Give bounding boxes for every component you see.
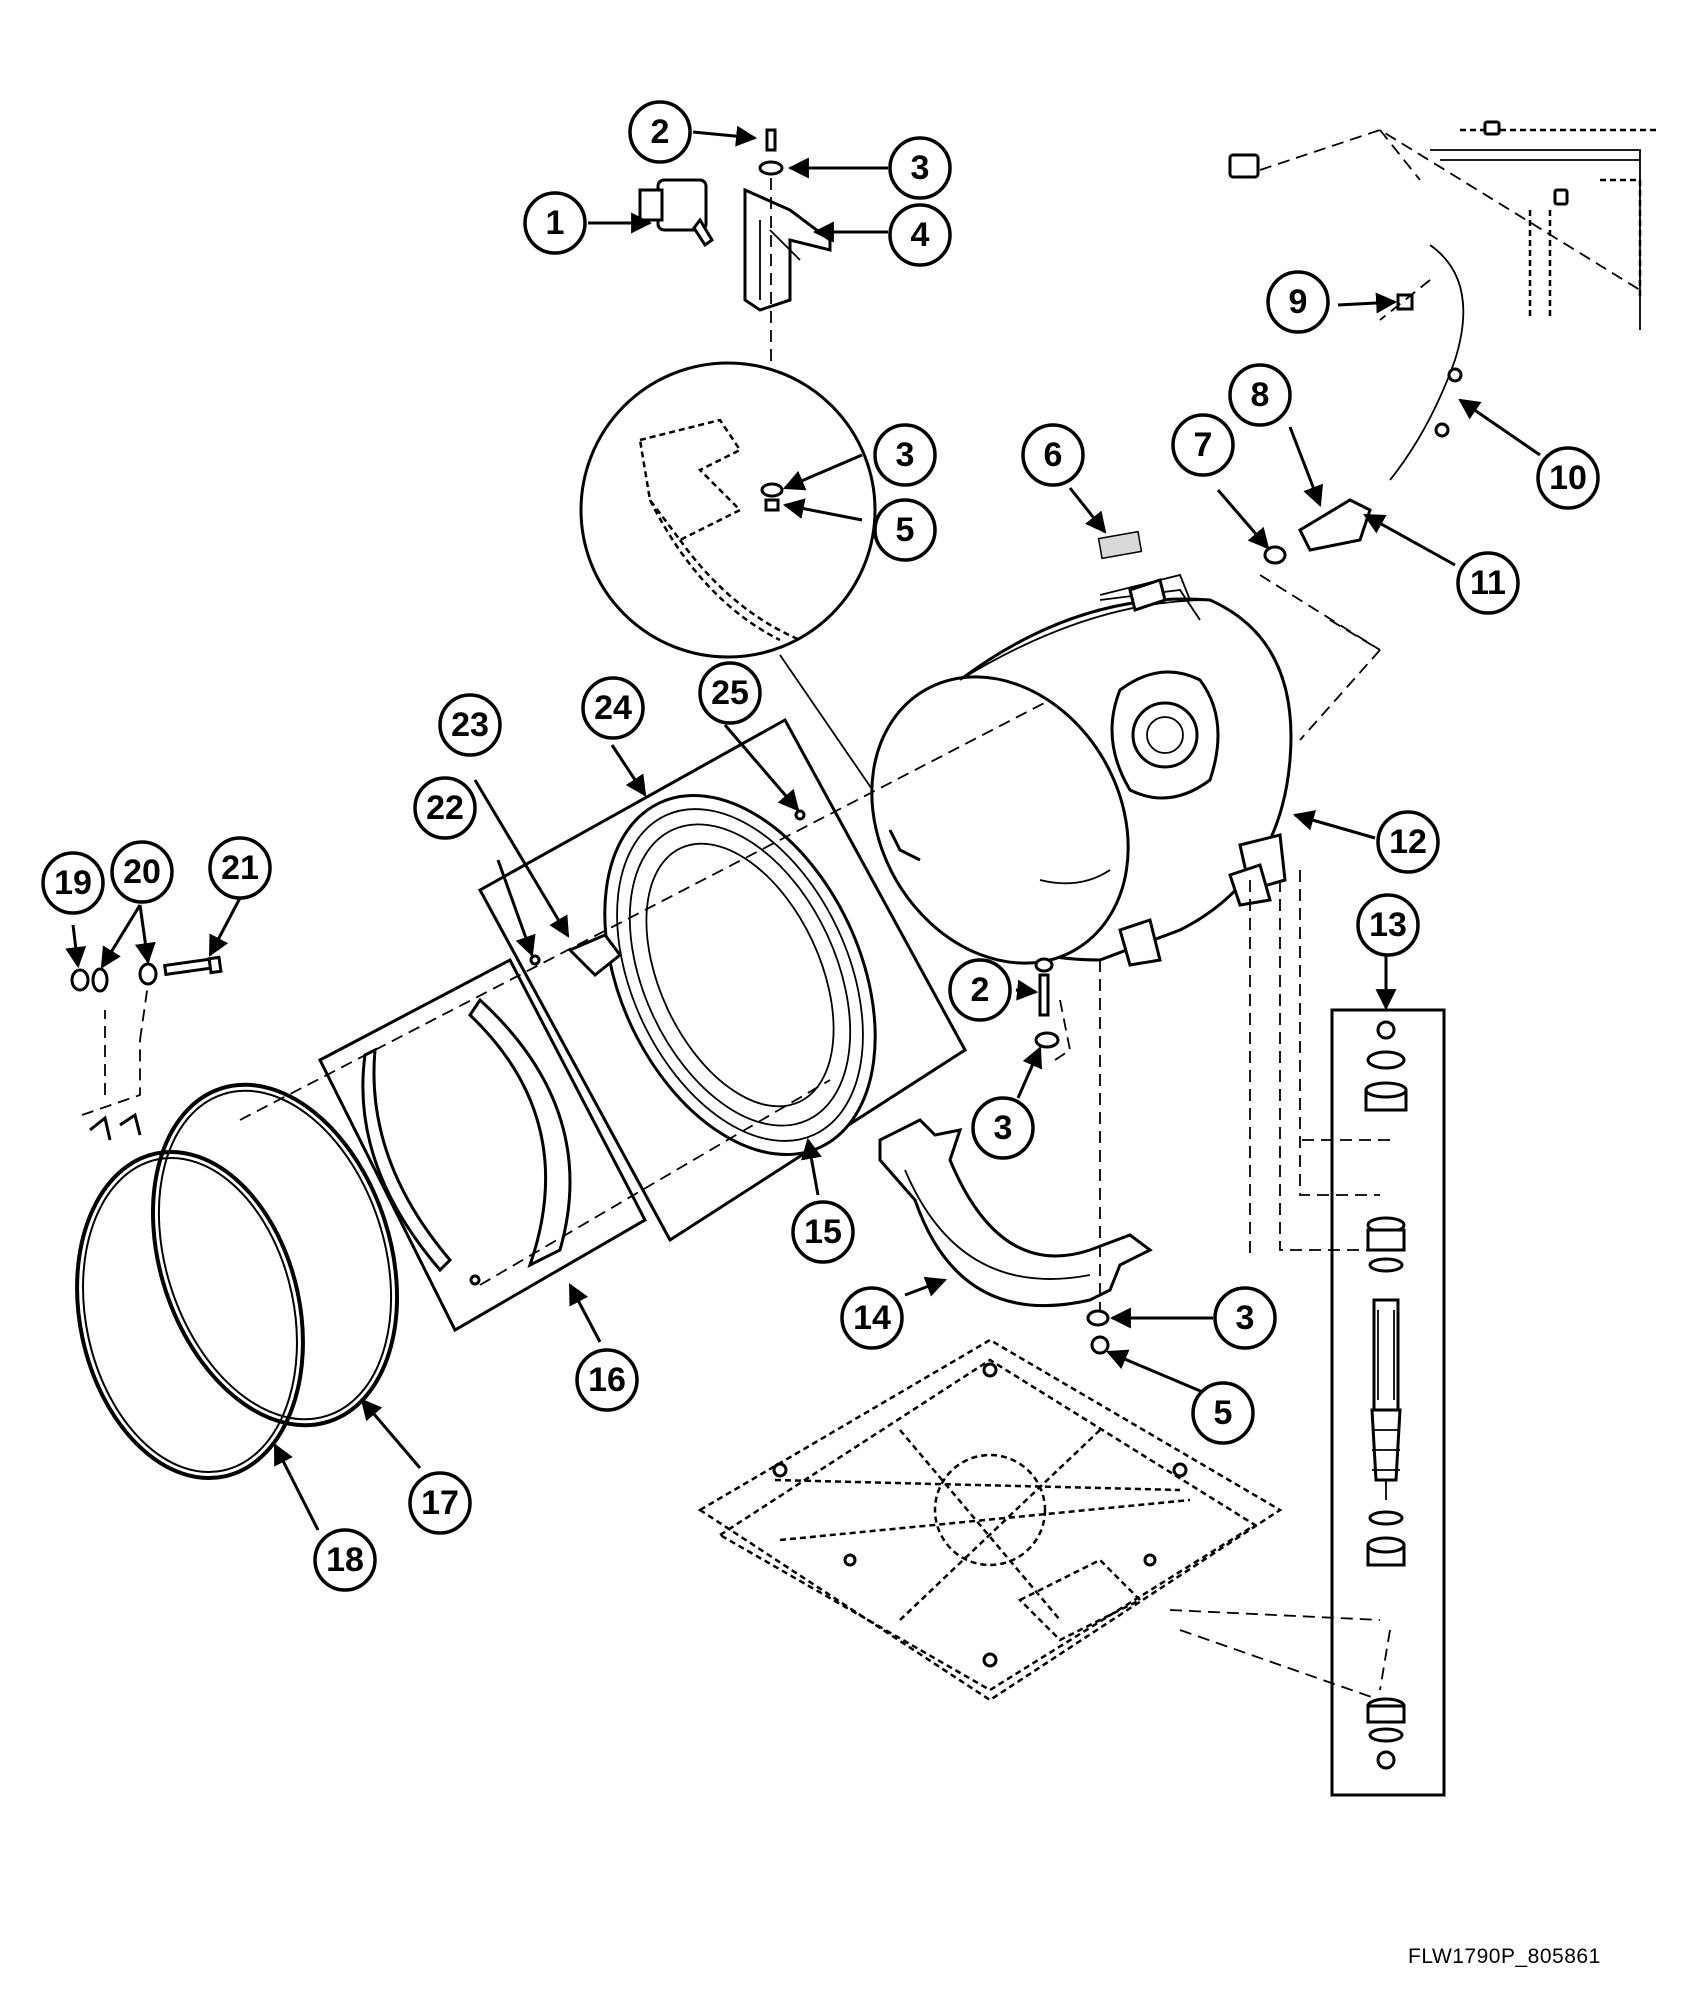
svg-text:5: 5 [896,511,915,549]
clamp-box [318,957,647,1333]
svg-text:18: 18 [326,1541,364,1579]
washer-part [758,160,784,176]
callout-3-mid: 3 [971,1096,1035,1160]
callout-17: 17 [408,1471,472,1535]
callout-2-mid: 2 [948,958,1012,1022]
drawing-number: FLW1790P_805861 [1408,1945,1601,1968]
svg-text:10: 10 [1549,459,1587,497]
callout-4: 4 [888,203,952,267]
callout-8: 8 [1228,363,1292,427]
svg-text:23: 23 [451,706,489,744]
callout-18: 18 [313,1528,377,1592]
svg-text:3: 3 [896,436,915,474]
lower-bracket-group [878,957,1153,1355]
callout-2-top: 2 [628,100,692,164]
svg-text:6: 6 [1044,436,1063,474]
sensor-part [1298,498,1372,552]
door-lock-bracket-group [638,128,832,470]
svg-text:8: 8 [1251,376,1270,414]
svg-text:16: 16 [588,1361,626,1399]
callout-6: 6 [1021,423,1085,487]
label-part [1097,530,1143,560]
callout-24: 24 [581,676,645,740]
fasteners-group [70,955,223,993]
callout-7: 7 [1171,413,1235,477]
svg-text:3: 3 [994,1109,1013,1147]
svg-text:11: 11 [1470,564,1506,602]
bolt-part [162,957,216,977]
callout-5-detail: 5 [873,498,937,562]
callout-11: 11 [1456,551,1520,615]
screw-part [765,128,777,152]
door-boot-group [477,717,967,1243]
svg-text:13: 13 [1369,906,1407,944]
svg-text:2: 2 [971,971,990,1009]
harness-group [1228,120,1660,741]
base-plate-part [697,1338,1283,1702]
lower-bracket-part [878,1118,1153,1308]
svg-text:14: 14 [853,1299,891,1337]
leaders [65,125,1541,1531]
weight-part [567,933,623,978]
callout-19: 19 [41,851,105,915]
callout-10: 10 [1536,446,1600,510]
svg-text:17: 17 [421,1484,459,1522]
svg-text:15: 15 [804,1213,842,1251]
boot-box [477,717,967,1243]
svg-text:7: 7 [1194,426,1213,464]
svg-text:20: 20 [123,853,161,891]
callout-12: 12 [1376,810,1440,874]
rings-group [75,699,1051,1481]
svg-text:3: 3 [1236,1299,1255,1337]
svg-text:1: 1 [546,204,565,242]
svg-text:24: 24 [594,689,632,727]
callout-5-bottom: 5 [1191,1381,1255,1445]
callout-22: 22 [413,776,477,840]
svg-text:3: 3 [911,149,930,187]
seal-ring-part [150,1082,400,1428]
callout-13: 13 [1356,893,1420,957]
svg-text:12: 12 [1389,823,1427,861]
clamp-box-group [318,957,647,1333]
callout-20: 20 [110,840,174,904]
svg-text:25: 25 [711,674,749,712]
callout-21: 21 [208,836,272,900]
base-plate-group [697,1338,1381,1702]
svg-text:22: 22 [426,789,464,827]
bracket-part [743,187,832,312]
callout-25: 25 [698,661,762,725]
svg-text:2: 2 [651,113,670,151]
svg-text:9: 9 [1289,283,1308,321]
svg-text:19: 19 [54,864,92,902]
callout-15: 15 [791,1200,855,1264]
callout-9: 9 [1266,270,1330,334]
svg-text:5: 5 [1214,1394,1233,1432]
callout-3-bottom: 3 [1213,1286,1277,1350]
callout-16: 16 [575,1348,639,1412]
outer-tub-group [870,530,1293,967]
callout-3-top: 3 [888,136,952,200]
svg-text:4: 4 [911,216,930,254]
shock-absorber-group [1249,870,1446,1797]
clamp-ring-part [75,1149,305,1481]
clamp-part [468,997,572,1268]
detail-view [579,361,901,831]
nut-part [70,968,90,992]
callout-23: 23 [438,693,502,757]
callout-3-detail: 3 [873,423,937,487]
svg-text:21: 21 [221,849,259,887]
callout-14: 14 [840,1286,904,1350]
detail-circle [579,361,877,659]
callout-1: 1 [523,191,587,255]
